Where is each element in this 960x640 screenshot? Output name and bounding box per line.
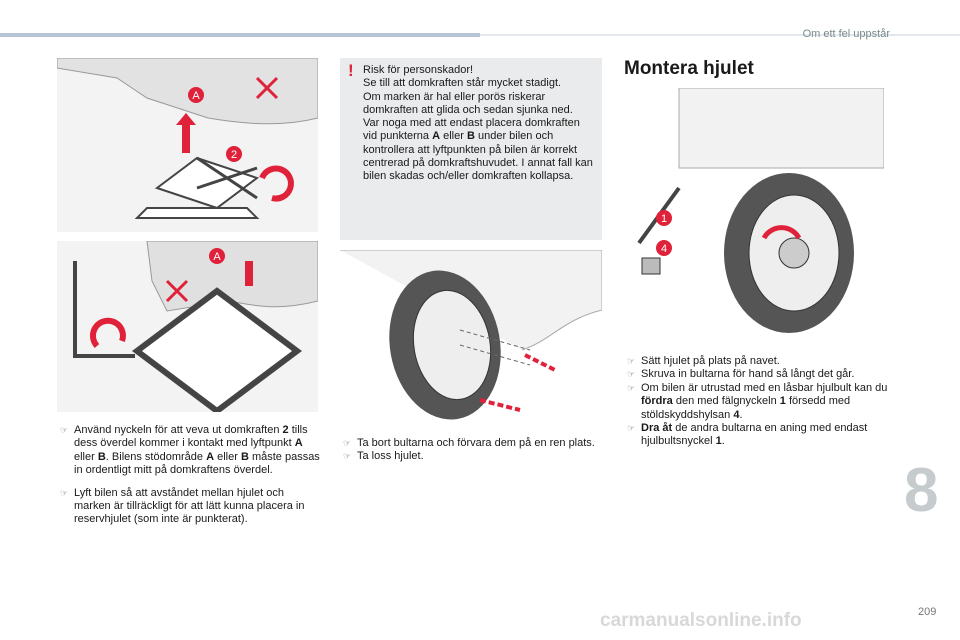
list-item: ☞Om bilen är utrustad med en låsbar hjul… [627,381,888,421]
pointing-hand-icon: ☞ [627,369,636,380]
pointing-hand-icon: ☞ [343,451,352,462]
instructions-col1: ☞Använd nyckeln för att veva ut domkraft… [60,424,322,536]
page-number: 209 [918,606,937,618]
warning-line: Se till att domkraften står mycket stadi… [363,77,562,90]
list-item: ☞Ta bort bultarna och förvara dem på en … [343,437,595,449]
warning-heading: Risk för personskador! [363,64,474,76]
pointing-hand-icon: ☞ [60,487,69,498]
pointing-hand-icon: ☞ [627,356,636,366]
section-title: Om ett fel uppstår [802,28,890,40]
header-bar [0,33,480,37]
page-title: Montera hjulet [624,58,754,79]
jack-illustration-1: A 2 [57,58,318,232]
exclamation-icon: ! [348,61,354,80]
list-item: ☞Lyft bilen så att avståndet mellan hjul… [60,486,305,526]
jack-illustration-2: A [57,241,318,412]
callout-A: A [192,90,200,102]
warning-line: Om marken är hal eller porös riskerar do… [363,90,573,116]
list-item: ☞Sätt hjulet på plats på navet. [627,355,780,367]
pointing-hand-icon: ☞ [343,438,352,448]
instructions-col2: ☞Ta bort bultarna och förvara dem på en … [343,437,605,464]
callout-1: 1 [661,213,667,225]
callout-A: A [213,251,221,263]
watermark: carmanualsonline.info [600,610,802,631]
instructions-col3: ☞Sätt hjulet på plats på navet. ☞Skruva … [627,355,892,449]
callout-2: 2 [231,149,237,161]
list-item: ☞Använd nyckeln för att veva ut domkraft… [60,424,320,477]
pointing-hand-icon: ☞ [627,382,636,393]
wheel-mount-illustration: 1 4 [624,88,884,340]
wheel-removal-illustration [340,250,602,420]
callout-4: 4 [661,243,667,255]
header-bar-light [480,34,960,36]
pointing-hand-icon: ☞ [60,425,69,435]
list-item: ☞Skruva in bultarna för hand så långt de… [627,368,855,381]
chapter-number: 8 [904,456,939,525]
pointing-hand-icon: ☞ [627,423,636,434]
list-item: ☞Ta loss hjulet. [343,450,424,463]
warning-box: ! Risk för personskador! Se till att dom… [340,58,602,240]
list-item: ☞Dra åt de andra bultarna en aning med e… [627,422,868,448]
warning-line: Var noga med att endast placera domkraft… [363,117,593,183]
